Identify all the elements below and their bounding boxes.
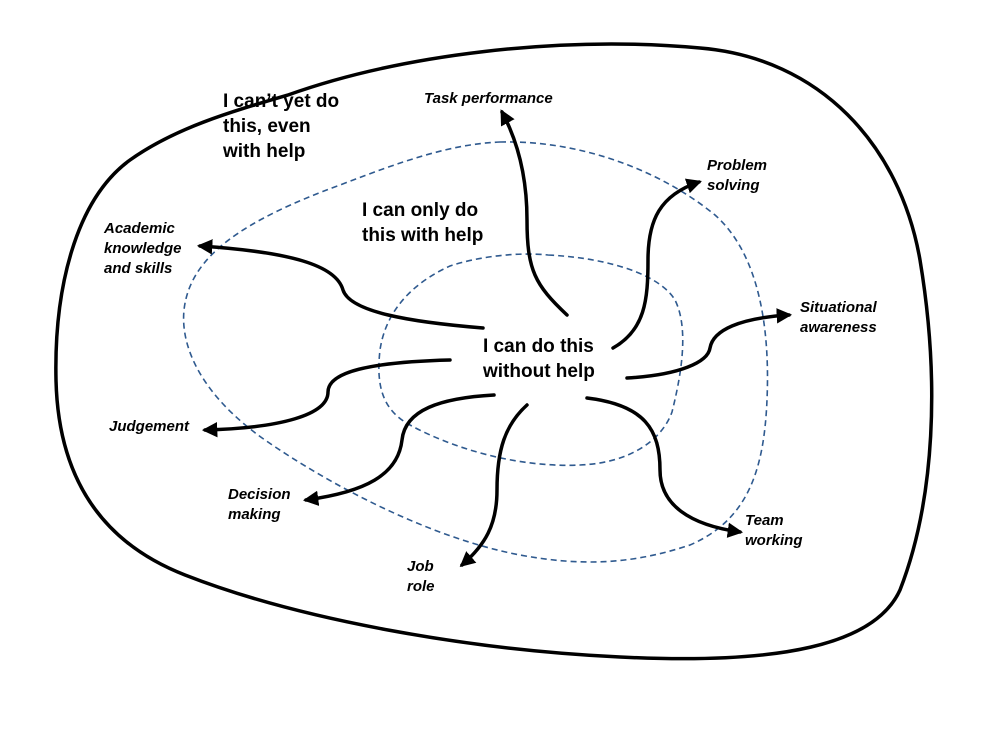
outer-zone-line: with help [223, 141, 306, 162]
inner-zone-line: I can do this [483, 336, 594, 357]
arrow-decision-making [302, 393, 496, 506]
label-line: making [228, 506, 281, 523]
middle-zone-boundary [182, 141, 769, 563]
label-team-working: Team working [745, 511, 803, 551]
label-line: Team [745, 512, 784, 529]
label-task-performance: Task performance [424, 89, 553, 109]
outer-zone-line: this, even [223, 116, 311, 137]
middle-zone-line: I can only do [362, 200, 479, 221]
label-academic-knowledge: Academic knowledge and skills [104, 219, 182, 279]
label-line: Problem [707, 157, 768, 174]
arrow-task-performance [500, 109, 569, 317]
label-line: Job [407, 558, 434, 575]
inner-zone-label: I can do this without help [483, 334, 595, 384]
label-problem-solving: Problem solving [707, 156, 767, 196]
arrow-problem-solving [611, 178, 702, 350]
arrow-situational-awareness [625, 308, 793, 380]
label-line: Academic [104, 220, 175, 237]
outer-zone-line: I can’t yet do [223, 91, 340, 112]
label-line: role [407, 578, 435, 595]
label-line: knowledge [104, 240, 182, 257]
label-line: solving [707, 177, 760, 194]
arrow-judgement [201, 358, 452, 438]
label-line: Situational [800, 299, 877, 316]
label-line: awareness [800, 319, 877, 336]
label-situational-awareness: Situational awareness [800, 298, 877, 338]
label-line: Task performance [424, 90, 553, 107]
label-line: Decision [228, 486, 291, 503]
inner-zone-boundary [378, 253, 684, 467]
label-line: and skills [104, 260, 173, 277]
outer-zone-boundary [54, 42, 934, 661]
label-decision-making: Decision making [228, 485, 291, 525]
arrow-job-role [459, 403, 529, 568]
arrow-academic [196, 239, 485, 330]
arrow-team-working [585, 396, 744, 538]
outer-zone-label: I can’t yet do this, even with help [223, 89, 339, 164]
label-job-role: Job role [407, 557, 435, 597]
inner-zone-line: without help [483, 361, 595, 382]
label-line: working [745, 532, 803, 549]
label-line: Judgement [109, 418, 190, 435]
middle-zone-label: I can only do this with help [362, 198, 483, 248]
label-judgement: Judgement [109, 417, 189, 437]
middle-zone-line: this with help [362, 225, 484, 246]
